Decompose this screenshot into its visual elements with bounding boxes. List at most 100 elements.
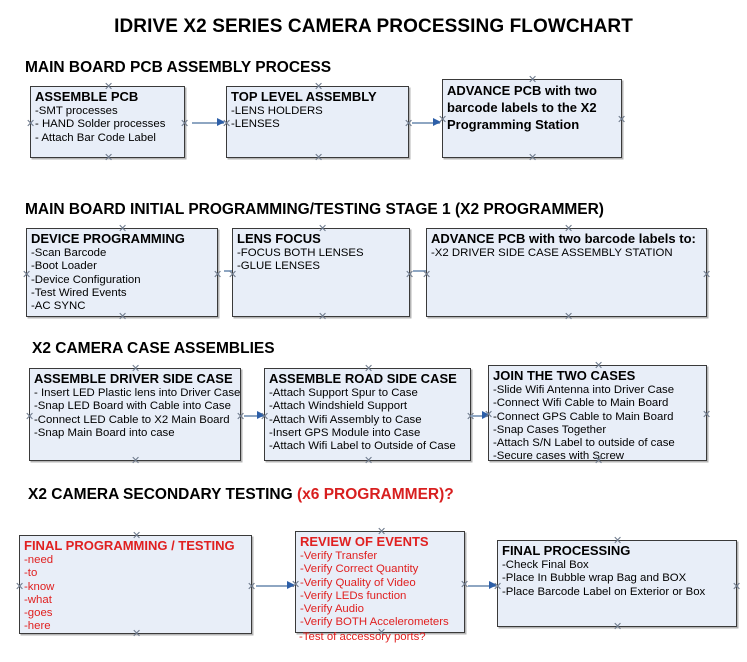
list-item: -here [24,620,51,633]
list-item: -Snap Main Board into case [34,426,175,439]
node-header: ASSEMBLE ROAD SIDE CASE [269,371,457,386]
node-header: FINAL PROCESSING [502,543,631,558]
list-item: -SMT processes [35,105,118,117]
list-item: -LENSES [231,118,280,131]
arrow-head [287,581,295,589]
list-item: -FOCUS BOTH LENSES [237,247,364,259]
node-item-list: -Scan Barcode -Boot Loader -Device Confi… [27,247,217,313]
node-item-list: -Slide Wifi Antenna into Driver Case -Co… [489,384,706,464]
list-item: -Boot Loader [31,260,97,273]
arrow-final-programming-to-review-of-events [256,581,295,590]
connector-handle-bottom[interactable] [318,312,327,321]
section-heading-main-board-initial-programming-testing-stage-1: MAIN BOARD INITIAL PROGRAMMING/TESTING S… [25,201,604,218]
list-item: -Scan Barcode [31,247,107,259]
node-header: ASSEMBLE DRIVER SIDE CASE [34,371,233,386]
node-header: ADVANCE PCB with two barcode labels to t… [447,83,597,132]
list-item: -Test Wired Events [31,286,127,299]
node-header: TOP LEVEL ASSEMBLY [231,89,377,104]
node-lens-focus[interactable]: LENS FOCUS -FOCUS BOTH LENSES -GLUE LENS… [232,228,410,317]
node-review-of-events[interactable]: REVIEW OF EVENTS -Verify Transfer -Verif… [295,531,465,633]
arrow-road-side-to-join-cases [471,411,490,420]
connector-handle-bottom[interactable] [314,153,323,162]
node-item-list: -Verify Transfer -Verify Correct Quantit… [296,550,464,630]
node-item-list: -Attach Support Spur to Case -Attach Win… [265,387,470,453]
node-final-processing[interactable]: FINAL PROCESSING -Check Final Box -Place… [497,540,737,627]
node-item-list: -need -to -know -what -goes -here [20,554,251,634]
list-item: -Attach Wifi Assembly to Case [269,413,422,426]
list-item: -Verify Audio [300,603,364,616]
node-header: ASSEMBLE PCB [35,89,139,104]
arrow-shaft [256,585,294,587]
connector-handle-bottom[interactable] [564,312,573,321]
arrow-head [257,411,265,419]
connector-handle-bottom[interactable] [613,622,622,631]
node-item-list: -LENS HOLDERS -LENSES [227,105,408,132]
node-header: ADVANCE PCB with two barcode labels to: [431,231,696,246]
arrow-top-level-assembly-to-advance-pcb [412,118,441,127]
list-item: -Connect Wifi Cable to Main Board [493,397,669,410]
list-item: -AC SYNC [31,300,86,313]
list-item: -to [24,567,38,580]
node-item-list: -Check Final Box -Place In Bubble wrap B… [498,559,736,599]
list-item: -need [24,554,54,566]
node-header: FINAL PROGRAMMING / TESTING [24,538,235,553]
node-assemble-pcb[interactable]: ASSEMBLE PCB -SMT processes - HAND Solde… [30,86,185,158]
list-item: -Snap Cases Together [493,423,607,436]
list-item: -LENS HOLDERS [231,105,323,117]
list-item: -X2 DRIVER SIDE CASE ASSEMBLY STATION [431,247,673,259]
node-join-the-two-cases[interactable]: JOIN THE TWO CASES -Slide Wifi Antenna i… [488,365,707,464]
arrow-head [489,581,497,589]
list-item: -Verify Transfer [300,550,378,562]
arrow-shaft [468,585,496,587]
section-heading-text: X2 CAMERA SECONDARY TESTING [28,486,297,503]
list-item: -Connect LED Cable to X2 Main Board [34,413,230,426]
arrow-head [217,118,225,126]
list-item: -Verify Correct Quantity [300,563,419,576]
list-item: -Attach Support Spur to Case [269,387,418,399]
list-item: -Verify BOTH Accelerometers [300,616,449,629]
list-item: -Verify Quality of Video [300,576,416,589]
node-final-programming-testing[interactable]: FINAL PROGRAMMING / TESTING -need -to -k… [19,535,252,634]
list-item: - HAND Solder processes [35,118,166,131]
node-advance-pcb-to-driver-side-case-assembly-station[interactable]: ADVANCE PCB with two barcode labels to: … [426,228,707,317]
node-item-list: - Insert LED Plastic lens into Driver Ca… [30,387,240,440]
node-advance-pcb-to-x2-programming-station[interactable]: ADVANCE PCB with two barcode labels to t… [442,79,622,158]
list-item: -Check Final Box [502,559,589,571]
list-item: -Snap LED Board with Cable into Case [34,400,231,413]
node-item-list: -SMT processes - HAND Solder processes -… [31,105,184,145]
list-item: -GLUE LENSES [237,260,320,273]
list-item: -Slide Wifi Antenna into Driver Case [493,384,675,396]
list-item: -Attach S/N Label to outside of case [493,437,675,450]
node-item-list: -X2 DRIVER SIDE CASE ASSEMBLY STATION [427,247,706,260]
node-device-programming[interactable]: DEVICE PROGRAMMING -Scan Barcode -Boot L… [26,228,218,317]
connector-handle-bottom[interactable] [364,456,373,465]
connector-handle-bottom[interactable] [528,153,537,162]
list-item: -Secure cases with Screw [493,450,625,463]
node-item-list: -FOCUS BOTH LENSES -GLUE LENSES [233,247,409,274]
node-assemble-driver-side-case[interactable]: ASSEMBLE DRIVER SIDE CASE - Insert LED P… [29,368,241,461]
connector-handle-right[interactable] [702,270,711,279]
section-heading-accent: (x6 PROGRAMMER)? [297,486,454,503]
node-header: REVIEW OF EVENTS [300,534,429,549]
list-item: -Verify LEDs function [300,589,407,602]
arrow-shaft [192,122,224,124]
list-item: -Place In Bubble wrap Bag and BOX [502,572,687,585]
list-item: - Attach Bar Code Label [35,131,156,144]
node-assemble-road-side-case[interactable]: ASSEMBLE ROAD SIDE CASE -Attach Support … [264,368,471,461]
arrow-assemble-pcb-to-top-level-assembly [192,118,225,127]
connector-handle-bottom[interactable] [104,153,113,162]
list-item: -what [24,593,52,606]
list-item: -Insert GPS Module into Case [269,426,421,439]
list-item: -Place Barcode Label on Exterior or Box [502,585,706,598]
connector-handle-bottom[interactable] [131,456,140,465]
node-header: LENS FOCUS [237,231,321,246]
node-top-level-assembly[interactable]: TOP LEVEL ASSEMBLY -LENS HOLDERS -LENSES [226,86,409,158]
arrow-driver-side-to-road-side [244,411,265,420]
list-item: -Attach Windshield Support [269,400,408,413]
arrow-head [433,118,441,126]
list-item: -Attach Wifi Label to Outside of Case [269,440,456,453]
list-item: -goes [24,607,53,620]
arrow-shaft [471,415,489,417]
page-title: IDRIVE X2 SERIES CAMERA PROCESSING FLOWC… [114,16,633,37]
